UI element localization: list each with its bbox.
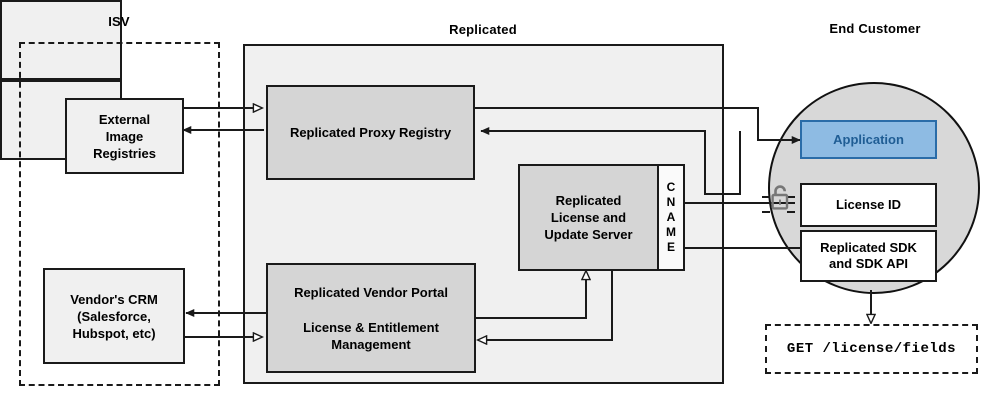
external-image-registries-line-3: Registries — [93, 145, 156, 161]
vendor-portal-title: Replicated Vendor Portal — [294, 284, 448, 300]
license-update-server-line-1: Replicated — [555, 193, 622, 208]
vendor-portal-line-2: License & Entitlement — [303, 319, 439, 335]
zone-container-isv — [19, 42, 220, 386]
license-id-label: License ID — [835, 197, 902, 212]
api-request-label: GET /license/fields — [786, 341, 957, 357]
cname-letter-n: N — [666, 195, 676, 209]
vendors-crm-line-2: (Salesforce, — [77, 308, 151, 324]
edge-server-to-vendor-portal — [478, 271, 613, 340]
edge-vendor-portal-to-server — [476, 271, 586, 319]
vendors-crm[interactable]: Vendor's CRM (Salesforce, Hubspot, etc) — [43, 268, 185, 364]
application-label: Application — [833, 132, 904, 147]
replicated-sdk-line-1: Replicated SDK — [820, 240, 917, 255]
cname-letter-a: A — [666, 210, 676, 224]
cname-letter-e: E — [666, 240, 675, 254]
external-image-registries-line-1: External — [98, 111, 151, 127]
cname-letter-m: M — [666, 225, 676, 239]
vendors-crm-line-1: Vendor's CRM — [70, 291, 158, 307]
replicated-proxy-registry-label: Replicated Proxy Registry — [289, 125, 452, 140]
vendors-crm-line-3: Hubspot, etc) — [72, 325, 156, 341]
license-id[interactable]: License ID — [800, 183, 937, 227]
application[interactable]: Application — [800, 120, 937, 159]
replicated-proxy-registry[interactable]: Replicated Proxy Registry — [266, 85, 475, 180]
vendor-portal-line-3: Management — [331, 336, 411, 352]
replicated-sdk[interactable]: Replicated SDK and SDK API — [800, 230, 937, 282]
zone-title-end-customer: End Customer — [829, 21, 921, 36]
cname-label-strip: C N A M E — [657, 164, 685, 271]
edge-application-to-proxy — [480, 127, 741, 195]
zone-title-replicated: Replicated — [449, 22, 517, 37]
external-image-registries-line-2: Image — [105, 128, 144, 144]
replicated-vendor-portal[interactable]: Replicated Vendor Portal License & Entit… — [266, 263, 476, 373]
edge-proxy-to-application — [475, 107, 801, 144]
unlocked-padlock-icon — [768, 182, 792, 214]
license-update-server-line-3: Update Server — [544, 227, 633, 242]
replicated-license-and-update-server[interactable]: Replicated License and Update Server — [518, 164, 659, 271]
cname-letter-c: C — [666, 180, 676, 194]
external-image-registries[interactable]: External Image Registries — [65, 98, 184, 174]
api-request-box: GET /license/fields — [765, 324, 978, 374]
license-update-server-line-2: License and — [550, 210, 627, 225]
zone-title-isv: ISV — [108, 14, 130, 29]
replicated-sdk-line-2: and SDK API — [829, 256, 908, 271]
